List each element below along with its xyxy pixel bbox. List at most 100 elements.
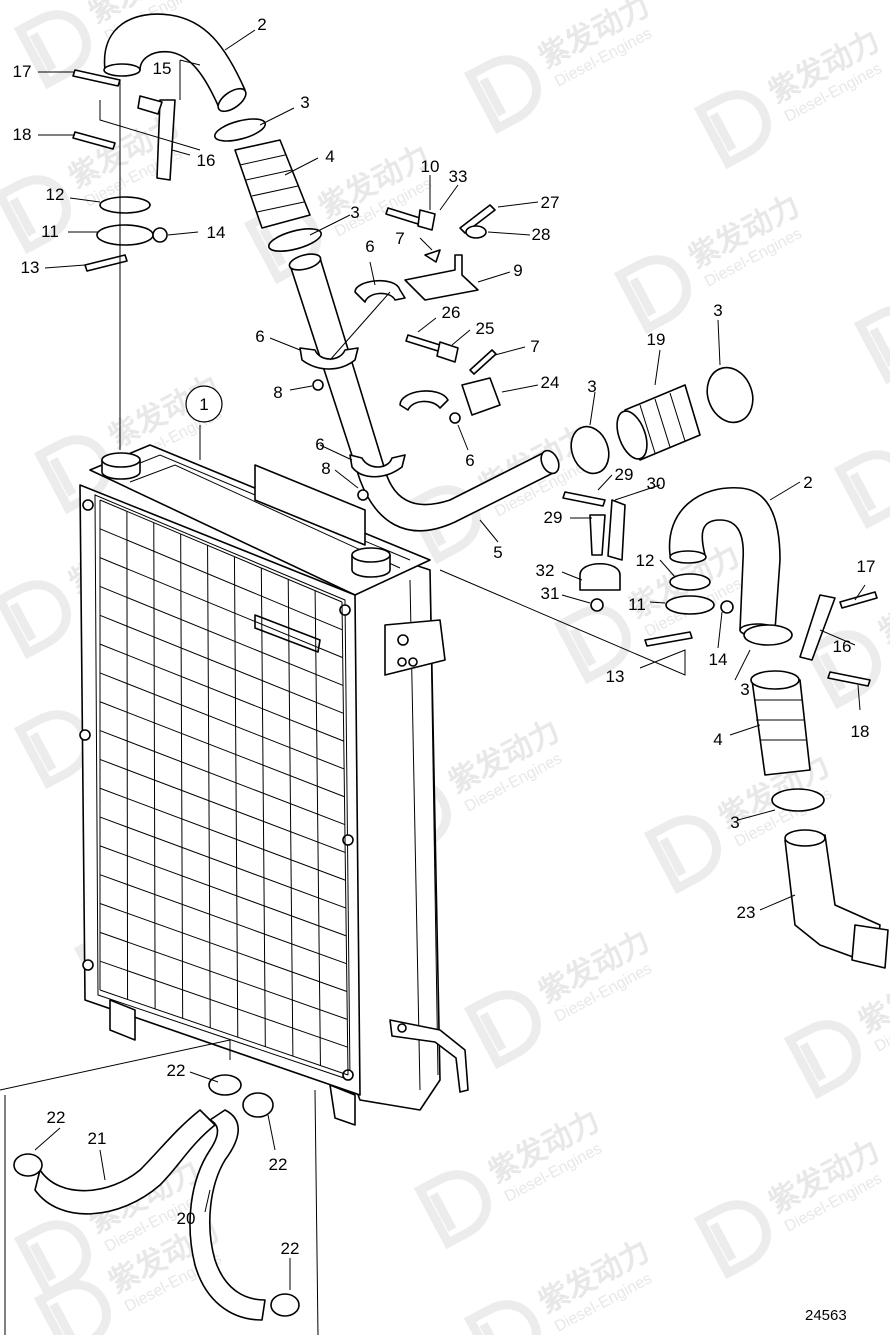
callout-label-22: 22 xyxy=(281,1239,300,1258)
callout-label-28: 28 xyxy=(532,225,551,244)
grid-bar xyxy=(153,522,156,1009)
watermark-logo xyxy=(833,450,890,530)
hose-lower-right xyxy=(743,624,889,969)
hose-right xyxy=(570,366,754,475)
grid-bar xyxy=(341,601,349,1076)
grid-bar xyxy=(99,960,348,1048)
grid-bar xyxy=(99,499,343,603)
callout-circle-1 xyxy=(185,385,223,423)
grid-bar xyxy=(99,758,346,853)
callout-label-22: 22 xyxy=(269,1155,288,1174)
grid-bar xyxy=(287,579,294,1057)
grid-bar xyxy=(99,528,343,631)
grid-bar xyxy=(99,701,345,798)
callout-label-18: 18 xyxy=(13,125,32,144)
callout-label-3: 3 xyxy=(300,93,309,112)
watermark-logo xyxy=(13,1220,91,1300)
callout-label-2: 2 xyxy=(257,15,266,34)
callout-label-1: 1 xyxy=(199,395,208,414)
grid-bar xyxy=(99,730,346,826)
grid-bar xyxy=(99,614,344,714)
callout-label-21: 21 xyxy=(88,1129,107,1148)
grid-bar xyxy=(314,590,321,1066)
pipe-elbow-upper xyxy=(103,13,247,113)
callout-label-10: 10 xyxy=(421,157,440,176)
leader-lines xyxy=(0,29,866,1335)
grid-bar xyxy=(99,643,344,742)
callout-label-24: 24 xyxy=(541,373,560,392)
callout-label-9: 9 xyxy=(513,261,522,280)
callout-label-32: 32 xyxy=(536,561,555,580)
callout-label-8: 8 xyxy=(273,383,282,402)
grid-bar xyxy=(180,533,184,1019)
callout-label-11: 11 xyxy=(628,595,646,614)
callout-labels: 1223333334456666778891011111212131314141… xyxy=(13,15,876,1258)
callout-label-29: 29 xyxy=(544,508,563,527)
callout-label-18: 18 xyxy=(851,722,870,741)
grid-bar xyxy=(233,556,239,1038)
grid-bar xyxy=(99,672,345,770)
callout-label-33: 33 xyxy=(449,167,468,186)
watermark-logo xyxy=(0,580,71,660)
callout-label-8: 8 xyxy=(321,459,330,478)
watermark-logo xyxy=(643,815,721,895)
watermark-logo xyxy=(33,1280,111,1335)
watermark-logo xyxy=(693,1200,771,1280)
callout-label-7: 7 xyxy=(395,229,404,248)
callout-label-13: 13 xyxy=(606,667,625,686)
callout-label-3: 3 xyxy=(350,203,359,222)
grid-bar xyxy=(99,989,349,1076)
grid-bar xyxy=(126,511,129,1000)
watermark-text-cn: 紫发动力 xyxy=(873,563,890,650)
callout-label-20: 20 xyxy=(177,1209,196,1228)
callout-label-16: 16 xyxy=(833,637,852,656)
callout-label-17: 17 xyxy=(13,62,32,81)
seal-rings xyxy=(96,196,734,615)
callout-label-3: 3 xyxy=(713,301,722,320)
watermark-logo xyxy=(463,55,541,135)
callout-label-3: 3 xyxy=(740,680,749,699)
callout-label-4: 4 xyxy=(713,730,722,749)
callout-label-3: 3 xyxy=(730,813,739,832)
grid-bar xyxy=(99,586,344,686)
callout-label-5: 5 xyxy=(493,543,502,562)
callout-label-15: 15 xyxy=(153,59,172,78)
watermark-logo xyxy=(693,90,771,170)
grid-bar xyxy=(99,557,343,659)
callout-label-23: 23 xyxy=(737,903,756,922)
watermark-logo xyxy=(853,305,890,385)
callout-label-26: 26 xyxy=(442,303,461,322)
callout-label-7: 7 xyxy=(530,337,539,356)
callout-label-16: 16 xyxy=(197,151,216,170)
callout-label-3: 3 xyxy=(587,377,596,396)
grid-bar xyxy=(260,567,266,1047)
intercooler-core xyxy=(79,444,469,1126)
bracket-assembly-9 xyxy=(385,204,496,301)
watermark-logo xyxy=(13,10,91,90)
grid-bar xyxy=(207,545,211,1028)
callout-label-29: 29 xyxy=(615,465,634,484)
watermark-logo xyxy=(613,255,691,335)
callout-label-6: 6 xyxy=(315,435,324,454)
callout-label-14: 14 xyxy=(207,223,226,242)
watermark-logo xyxy=(463,990,541,1070)
callout-label-19: 19 xyxy=(647,330,666,349)
watermark-logo xyxy=(553,605,631,685)
callout-label-12: 12 xyxy=(636,551,655,570)
watermark-logo xyxy=(783,1020,861,1100)
callout-label-6: 6 xyxy=(465,451,474,470)
watermark-logo xyxy=(0,175,71,255)
brackets-6 xyxy=(299,279,461,501)
hoses-bottom xyxy=(13,1074,300,1321)
watermark-logo xyxy=(413,1170,491,1250)
grid-bar xyxy=(99,874,347,965)
callout-label-12: 12 xyxy=(46,185,65,204)
grid-bar xyxy=(99,931,348,1020)
